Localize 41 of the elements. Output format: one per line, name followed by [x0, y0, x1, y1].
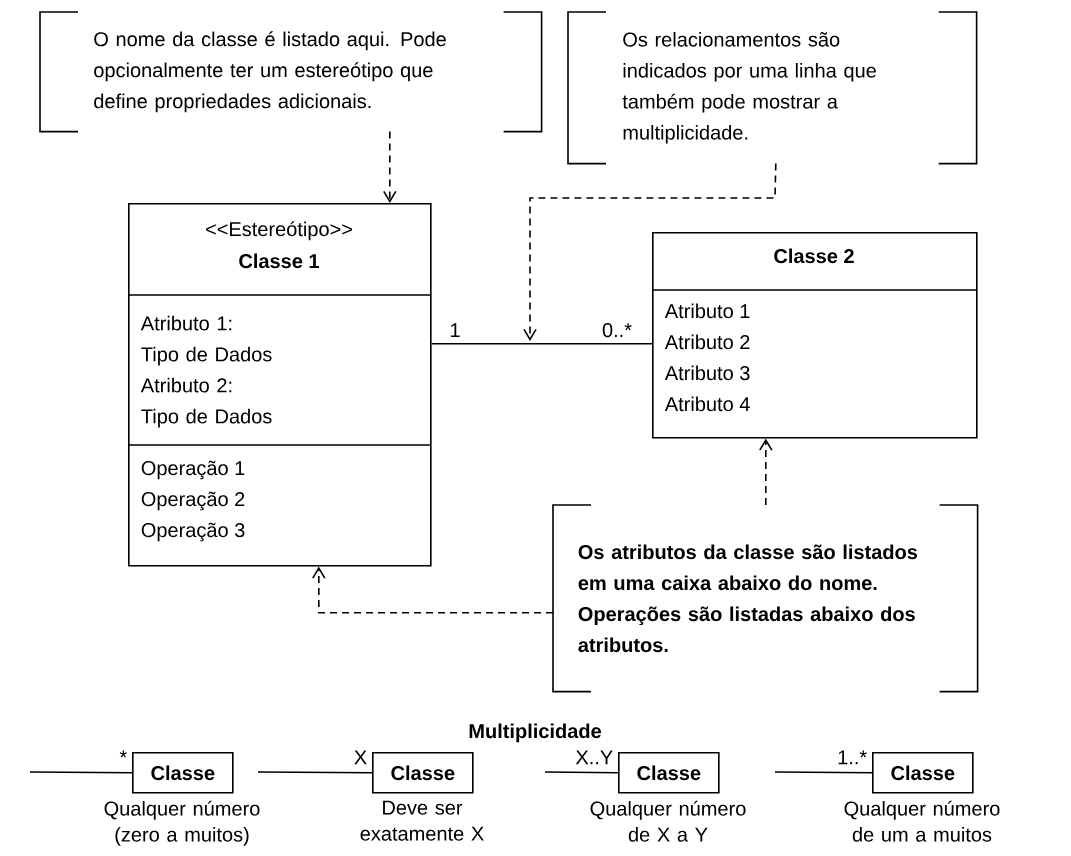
note-bracket: O nome da classe é listado aqui. Pode opcionalmente ter um estereótipo que define propriedades adicionais. — [39, 11, 543, 133]
attribute-text: Atributo 2: Tipo de Dados — [140, 377, 272, 428]
class-box: Classe — [618, 752, 720, 794]
connector-line — [774, 771, 873, 774]
section-heading: Multiplicidade — [469, 723, 601, 743]
arrow — [523, 162, 777, 341]
attribute-text: Atributo 1 — [664, 303, 750, 319]
class-box: Classe — [132, 752, 234, 794]
connector-line — [257, 771, 373, 774]
class-name: Classe 1 — [239, 253, 319, 269]
attribute-text: Atributo 3 — [664, 365, 750, 381]
operation-text: Operação 2 — [141, 491, 245, 511]
node-label: Deve ser exatamente X — [360, 800, 484, 841]
class-box: Classe — [872, 752, 974, 794]
connector-line — [29, 771, 133, 774]
note-bracket: Os atributos da classe são listados em uma caixa abaixo do nome. Operações são listadas abaixo dos atributos. — [552, 504, 979, 693]
node-label: Qualquer número de X a Y — [590, 800, 746, 842]
class-box: Classe — [372, 752, 474, 794]
multiplicity-label: 1 — [450, 323, 460, 337]
connector-line — [430, 343, 653, 345]
note-bracket: Os relacionamentos são indicados por uma linha que também pode mostrar a multiplicidade. — [567, 11, 978, 165]
attribute-text: Atributo 2 — [664, 334, 750, 350]
operation-text: Operação 1 — [141, 460, 245, 480]
stereotype-label: <<Estereótipo>> — [206, 221, 352, 241]
operation-text: Operação 3 — [141, 522, 245, 542]
edge-label: 1..* — [836, 749, 869, 766]
multiplicity-label: 0..* — [602, 323, 632, 338]
arrow — [759, 438, 773, 506]
connector-line — [544, 771, 619, 774]
attribute-text: Atributo 1: Tipo de Dados — [140, 315, 272, 366]
class-box — [651, 232, 978, 439]
attribute-text: Atributo 4 — [664, 396, 750, 412]
class-name: Classe 2 — [774, 248, 854, 264]
class-box — [127, 203, 432, 567]
edge-label: * — [118, 749, 129, 766]
edge-label: X..Y — [574, 749, 615, 766]
arrow — [383, 130, 397, 203]
node-label: Qualquer número (zero a muitos) — [104, 800, 260, 846]
edge-label: X — [352, 749, 369, 766]
arrow — [312, 566, 554, 614]
node-label: Qualquer número de um a muitos — [844, 800, 1000, 842]
